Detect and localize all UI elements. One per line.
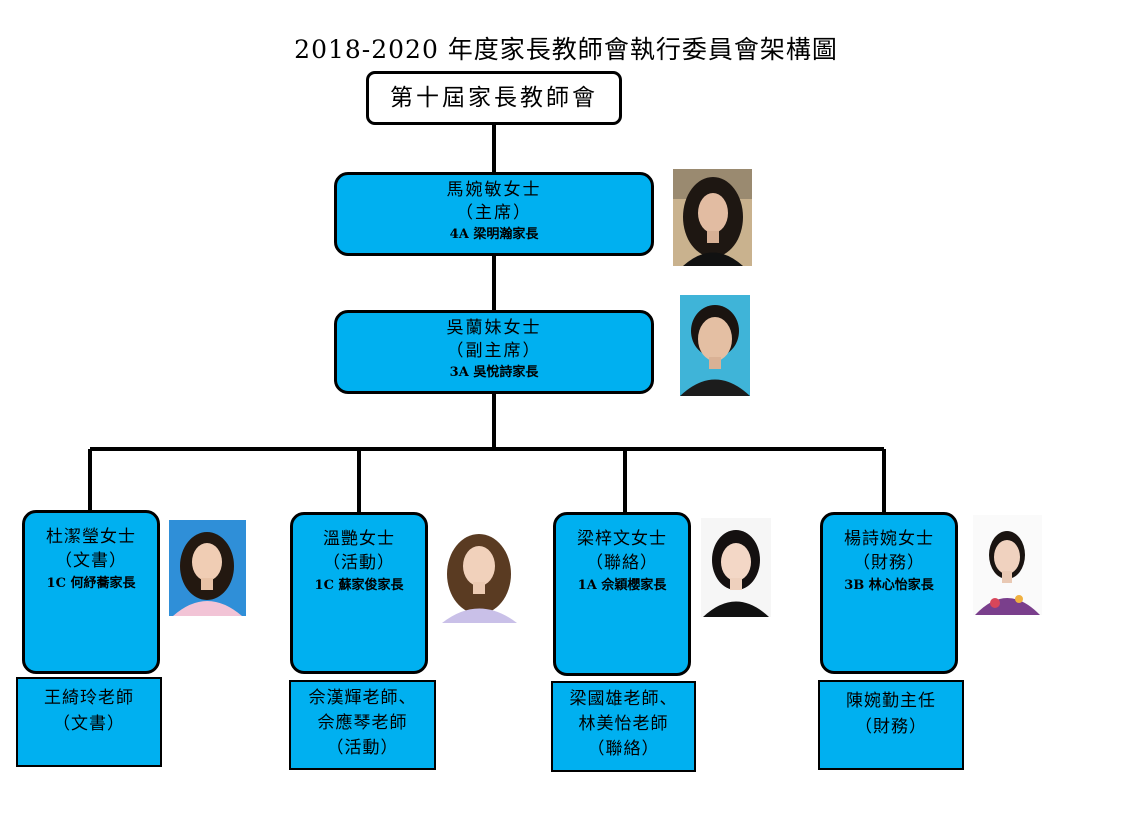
teacher-line: （文書） [53, 714, 125, 734]
vice-chair-node: 吳蘭妹女士 （副主席） 3A 吳悅詩家長 [334, 310, 654, 394]
officer-parent: 1C 何紓蕎家長 [46, 576, 136, 591]
teacher-line: （財務） [855, 717, 927, 737]
teacher-node-liaison: 梁國雄老師、 林美怡老師 （聯絡） [551, 681, 696, 772]
chair-node: 馬婉敏女士 （主席） 4A 梁明瀚家長 [334, 172, 654, 256]
teacher-node-secretary: 王綺玲老師 （文書） [16, 677, 162, 767]
officer-node-secretary: 杜潔瑩女士 （文書） 1C 何紓蕎家長 [22, 510, 160, 674]
officer-node-activities: 溫艷女士 （活動） 1C 蘇家俊家長 [290, 512, 428, 674]
officer-role: （聯絡） [586, 553, 658, 573]
chair-parent: 4A 梁明瀚家長 [449, 227, 539, 242]
teacher-line: （活動） [326, 738, 399, 758]
officer-node-liaison: 梁梓文女士 （聯絡） 1A 佘穎櫻家長 [553, 512, 691, 676]
teacher-node-activities: 佘漢輝老師、 佘應琴老師 （活動） [289, 680, 436, 770]
teacher-line: 佘應琴老師 [317, 713, 408, 733]
root-node: 第十屆家長教師會 [366, 71, 622, 125]
officer-role: （文書） [55, 551, 127, 571]
portrait-photo-activities [436, 524, 523, 623]
officer-name: 楊詩婉女士 [844, 529, 934, 549]
teacher-line: 林美怡老師 [578, 714, 669, 734]
officer-parent: 1A 佘穎櫻家長 [577, 578, 667, 593]
officer-parent: 1C 蘇家俊家長 [314, 578, 404, 593]
chair-name: 馬婉敏女士 [446, 180, 542, 200]
officer-parent: 3B 林心怡家長 [844, 578, 934, 593]
teacher-line: 梁國雄老師、 [569, 689, 678, 709]
chart-title: 2018-2020 年度家長教師會執行委員會架構圖 [294, 35, 838, 64]
portrait-photo-vice-chair [680, 295, 750, 396]
vice-chair-name: 吳蘭妹女士 [446, 318, 542, 338]
vice-chair-role: （副主席） [446, 341, 542, 361]
teacher-line: （聯絡） [587, 739, 660, 759]
teacher-line: 王綺玲老師 [44, 688, 134, 708]
teacher-node-treasurer: 陳婉勤主任 （財務） [818, 680, 964, 770]
officer-name: 溫艷女士 [323, 529, 395, 549]
chair-role: （主席） [456, 203, 532, 223]
teacher-line: 佘漢輝老師、 [308, 688, 417, 708]
officer-name: 杜潔瑩女士 [46, 527, 136, 547]
portrait-photo-liaison [701, 518, 771, 617]
root-label: 第十屆家長教師會 [390, 85, 598, 111]
officer-role: （財務） [853, 553, 925, 573]
officer-role: （活動） [323, 553, 395, 573]
portrait-photo-chair [673, 169, 752, 266]
portrait-photo-secretary [169, 520, 246, 616]
portrait-photo-treasurer [973, 515, 1042, 615]
officer-node-treasurer: 楊詩婉女士 （財務） 3B 林心怡家長 [820, 512, 958, 674]
vice-chair-parent: 3A 吳悅詩家長 [449, 365, 539, 380]
teacher-line: 陳婉勤主任 [846, 691, 936, 711]
officer-name: 梁梓文女士 [577, 529, 667, 549]
